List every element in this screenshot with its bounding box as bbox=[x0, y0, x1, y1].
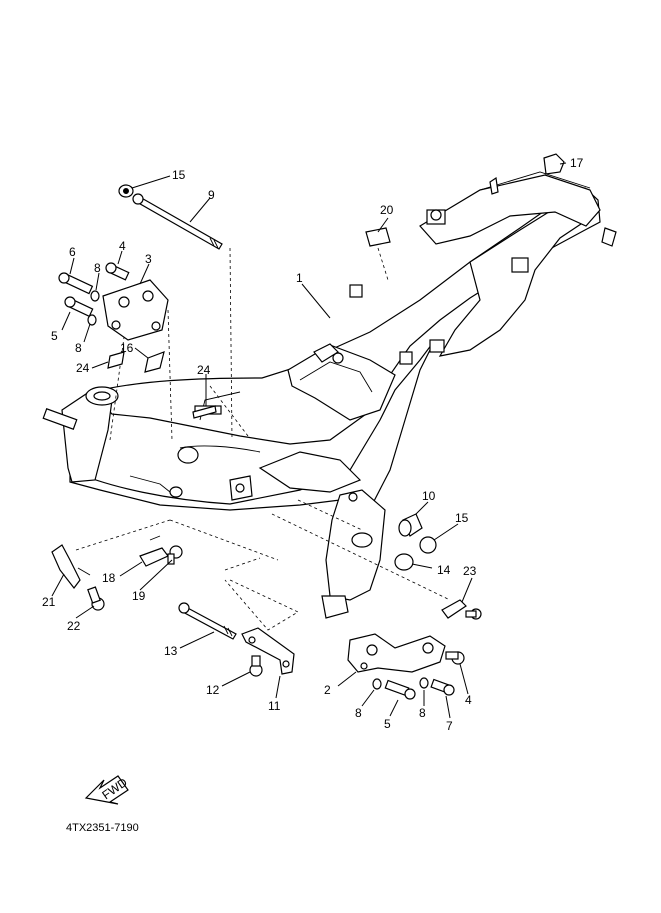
part-17-clip bbox=[543, 153, 565, 175]
part-15-nut-top bbox=[118, 184, 134, 198]
part-6-bolt bbox=[58, 272, 94, 295]
part-18-holder bbox=[139, 535, 169, 567]
part-13-bolt bbox=[178, 602, 237, 640]
fwd-arrow-icon: FWD bbox=[84, 775, 130, 805]
part-10-collar bbox=[398, 513, 423, 537]
callout-8-right-b: 8 bbox=[419, 706, 426, 720]
callout-2: 2 bbox=[324, 683, 331, 697]
callout-5-left: 5 bbox=[51, 329, 58, 343]
part-8-washer-right-b bbox=[419, 677, 429, 689]
part-12-bolt bbox=[249, 655, 263, 677]
part-3-engine-bracket-left bbox=[102, 279, 169, 341]
part-5-bolt-left bbox=[64, 296, 94, 318]
part-21-clip bbox=[51, 544, 91, 589]
callout-10: 10 bbox=[422, 489, 436, 503]
part-15-cap-right bbox=[419, 536, 437, 554]
callout-23: 23 bbox=[463, 564, 477, 578]
callout-21: 21 bbox=[42, 595, 56, 609]
part-19-bolt bbox=[167, 545, 183, 565]
callout-19: 19 bbox=[132, 589, 146, 603]
part-20-label bbox=[365, 227, 391, 247]
callout-18: 18 bbox=[102, 571, 116, 585]
callout-16: 16 bbox=[120, 341, 134, 355]
part-11-bracket bbox=[241, 627, 295, 675]
callout-6: 6 bbox=[69, 245, 76, 259]
leader-lines bbox=[51, 162, 567, 719]
part-4-bolt-left bbox=[105, 262, 130, 281]
callout-9: 9 bbox=[208, 188, 215, 202]
guide-lines bbox=[75, 247, 451, 631]
part-9-long-bolt bbox=[132, 193, 223, 250]
part-22-bolt bbox=[87, 586, 105, 611]
callout-8-upper: 8 bbox=[94, 261, 101, 275]
callout-22: 22 bbox=[67, 619, 81, 633]
callout-24-left: 24 bbox=[76, 361, 90, 375]
callout-12: 12 bbox=[206, 683, 220, 697]
callout-4-left: 4 bbox=[119, 239, 126, 253]
callout-8-right-a: 8 bbox=[355, 706, 362, 720]
part-5-bolt-right bbox=[384, 679, 416, 700]
callout-15-top: 15 bbox=[172, 168, 186, 182]
part-8-washer-lower bbox=[87, 314, 97, 326]
callout-15-right: 15 bbox=[455, 511, 469, 525]
callout-numbers: 15 9 3 4 6 8 5 8 1 20 17 24 16 24 10 15 … bbox=[42, 156, 584, 733]
callout-13: 13 bbox=[164, 644, 178, 658]
callout-3: 3 bbox=[145, 252, 152, 266]
callout-8-lower: 8 bbox=[75, 341, 82, 355]
callout-5-right: 5 bbox=[384, 717, 391, 731]
part-23-stay bbox=[441, 599, 482, 620]
callout-11: 11 bbox=[268, 699, 281, 713]
part-24-label-left bbox=[107, 351, 125, 369]
part-14-cap bbox=[394, 553, 414, 571]
callout-20: 20 bbox=[380, 203, 394, 217]
part-8-washer-upper bbox=[90, 290, 100, 302]
callout-7: 7 bbox=[446, 719, 453, 733]
callout-4-right: 4 bbox=[465, 693, 472, 707]
callout-1: 1 bbox=[296, 271, 303, 285]
callout-14: 14 bbox=[437, 563, 451, 577]
part-2-engine-bracket-right bbox=[347, 633, 446, 673]
main-frame bbox=[42, 171, 617, 619]
part-16-label bbox=[144, 351, 165, 373]
diagram-code: 4TX2351-7190 bbox=[66, 822, 139, 834]
part-8-washer-right-a bbox=[372, 678, 382, 690]
part-7-bolt bbox=[430, 678, 455, 696]
callout-24-center: 24 bbox=[197, 363, 211, 377]
part-4-bolt-right bbox=[445, 651, 465, 665]
callout-17: 17 bbox=[570, 156, 584, 170]
part-24-label-center bbox=[192, 405, 217, 419]
